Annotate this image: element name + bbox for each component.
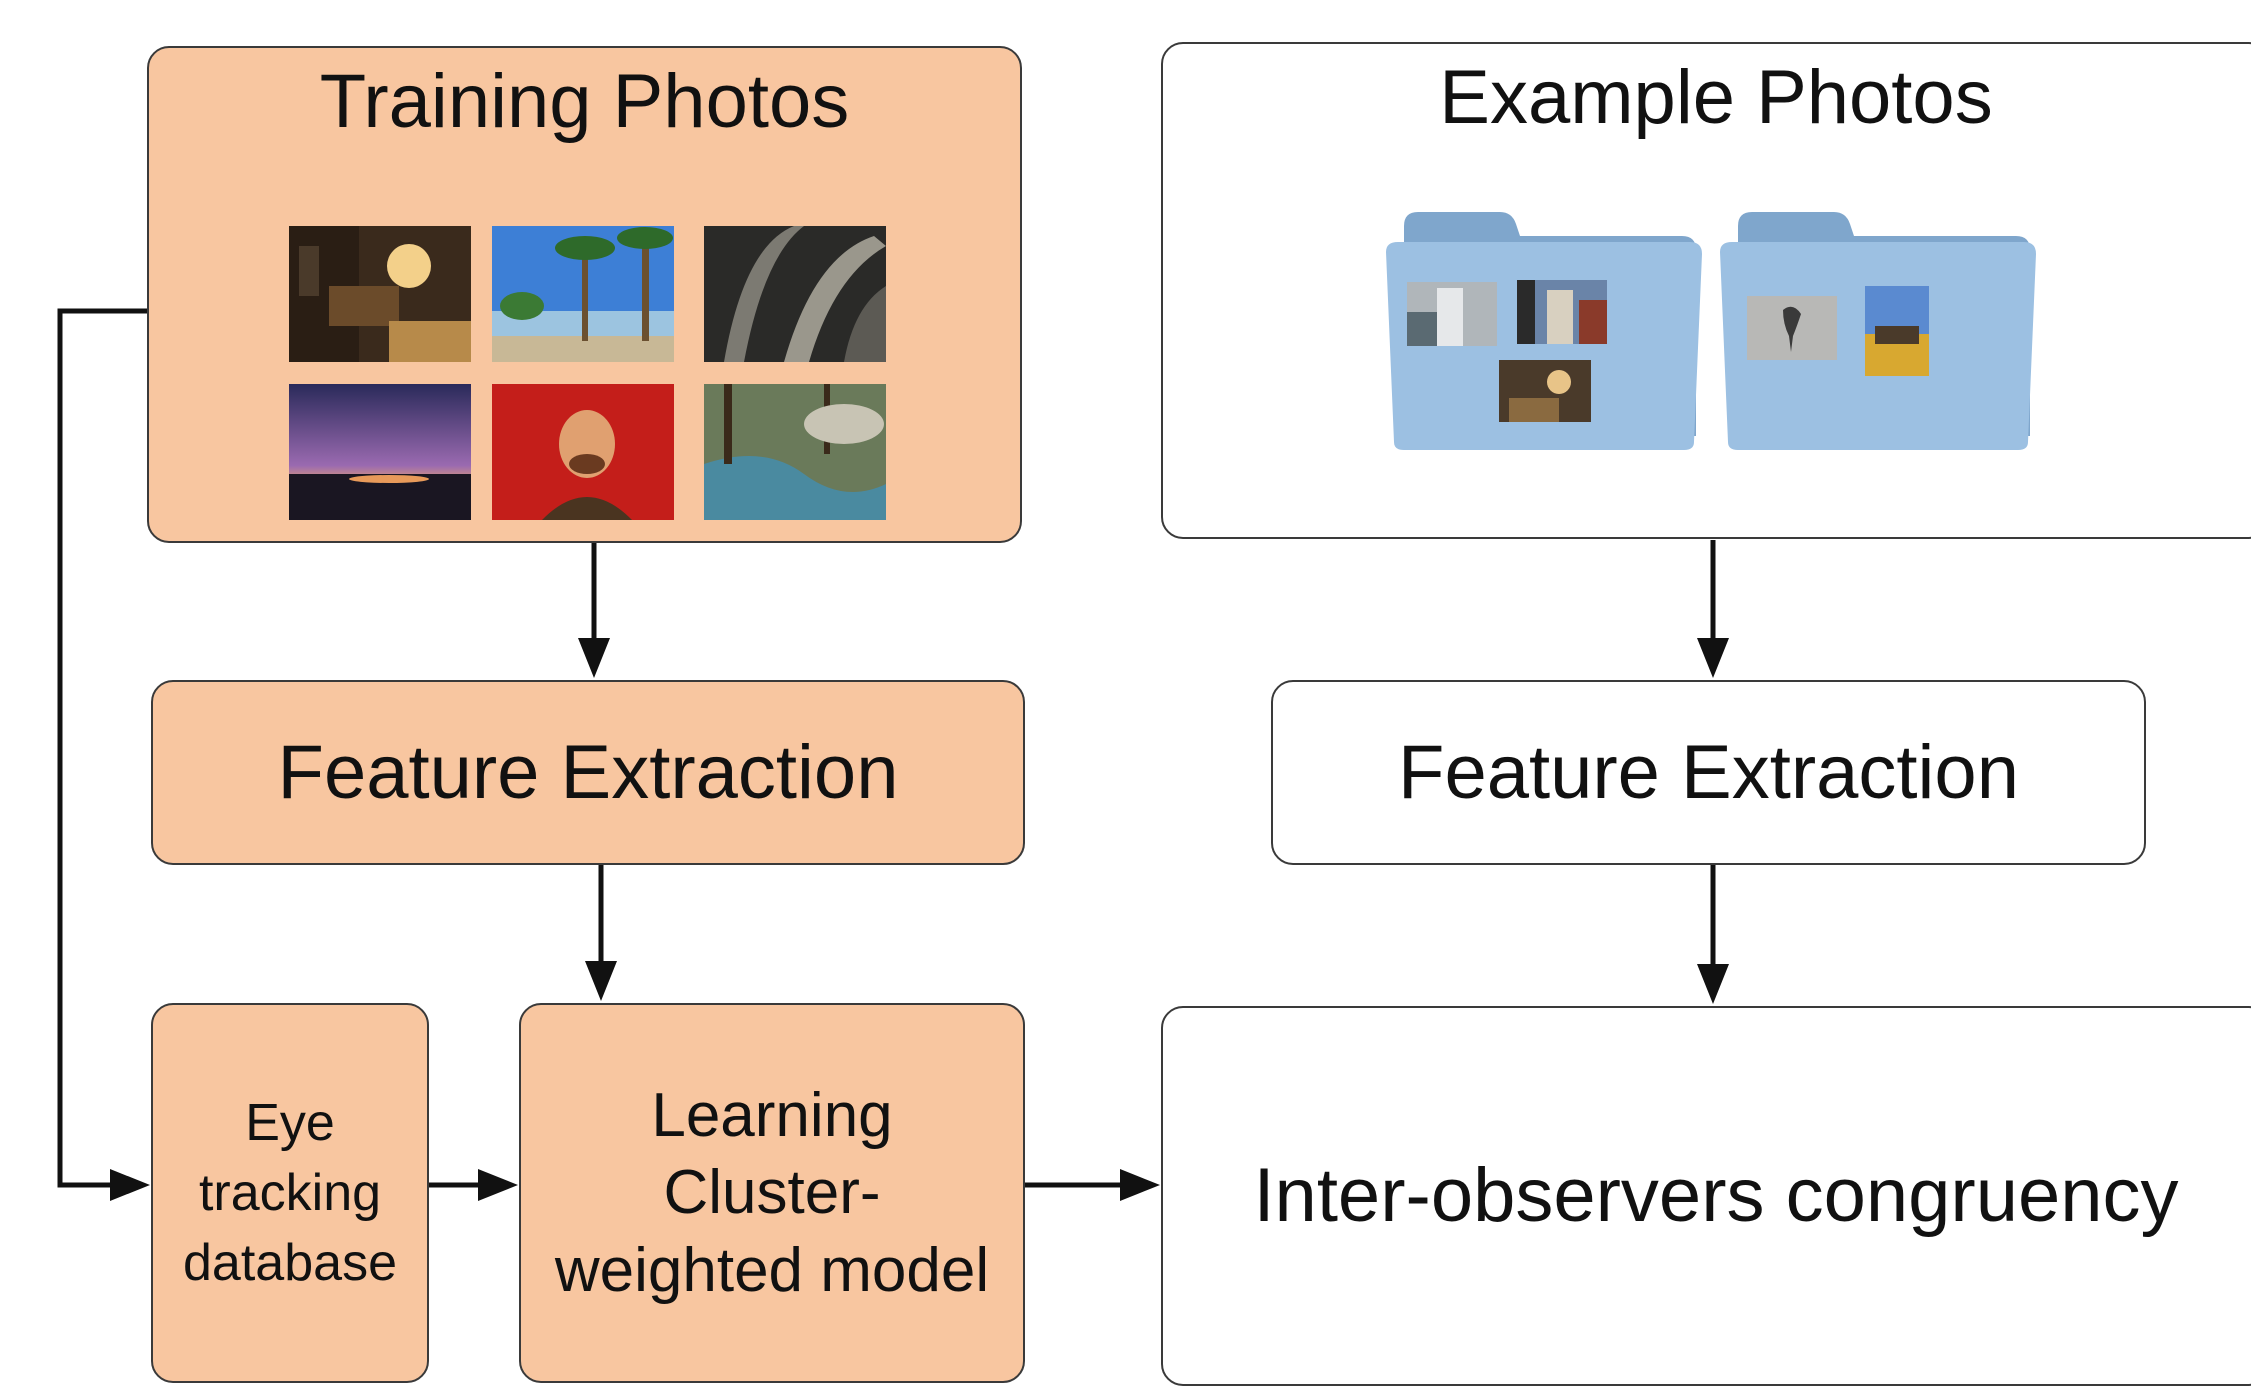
eye-tracking-line1: Eye <box>245 1093 335 1152</box>
arrow-training-to-eye <box>57 308 147 1188</box>
learning-line2: Cluster- <box>663 1158 881 1228</box>
arrowhead-training-eye <box>110 1169 150 1201</box>
building-thumb <box>1407 282 1497 346</box>
arrowhead-eye-learning <box>478 1169 518 1201</box>
arrowhead-feature-ioc <box>1697 964 1729 1004</box>
feature-extraction-right-label: Feature Extraction <box>1398 729 2019 815</box>
inter-observers-congruency-box: Inter-observers congruency <box>1161 1006 2251 1386</box>
example-photos-title: Example Photos <box>1439 55 1993 140</box>
arrowhead-learning-ioc <box>1120 1169 1160 1201</box>
eye-tracking-line3: database <box>183 1234 397 1293</box>
feature-extraction-left-label: Feature Extraction <box>277 729 899 815</box>
eye-tracking-database-box: Eye tracking database <box>151 1003 429 1383</box>
learning-model-box: Learning Cluster- weighted model <box>519 1003 1025 1383</box>
example-photos-box: Example Photos <box>1161 42 2251 539</box>
feature-extraction-left: Feature Extraction <box>151 680 1025 865</box>
interior-thumb <box>1499 360 1591 422</box>
street-thumb <box>1517 280 1607 344</box>
palm-trees-photo <box>492 226 674 362</box>
field-thumb <box>1865 286 1929 376</box>
learning-line3: weighted model <box>554 1235 990 1305</box>
arrowhead-feature-learning <box>585 961 617 1001</box>
learning-line1: Learning <box>651 1080 893 1150</box>
portrait-red-photo <box>492 384 674 520</box>
inter-observers-congruency-label: Inter-observers congruency <box>1253 1153 2179 1239</box>
river-trees-photo <box>704 384 886 520</box>
cathedral-arches-photo <box>704 226 886 362</box>
feature-extraction-right: Feature Extraction <box>1271 680 2146 865</box>
sunset-lake-photo <box>289 384 471 520</box>
arrowhead-training-feature <box>578 638 610 678</box>
indoor-room-photo <box>289 226 471 362</box>
training-photos-title: Training Photos <box>319 59 850 144</box>
training-photos-box: Training Photos <box>147 46 1022 543</box>
sculpture-thumb <box>1747 296 1837 360</box>
arrowhead-example-feature <box>1697 638 1729 678</box>
eye-tracking-line2: tracking <box>198 1163 382 1222</box>
